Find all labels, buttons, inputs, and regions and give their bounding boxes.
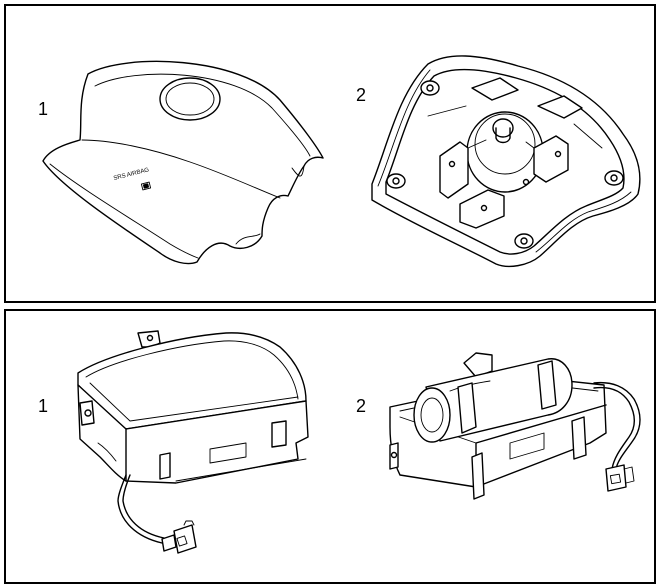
airbag-cover-front-illustration: SRS AIRBAG (42, 60, 324, 265)
item-number-1-top: 1 (38, 99, 49, 119)
item-number-2-top: 2 (356, 85, 367, 105)
top-panel: 1 SRS AIRBAG 2 (4, 4, 656, 303)
bottom-panel: 1 2 (4, 309, 656, 584)
item-number-1-bottom: 1 (38, 396, 49, 416)
item-number-2-bottom: 2 (356, 396, 367, 416)
airbag-cover-rear-illustration (371, 55, 641, 268)
passenger-airbag-module-1-illustration (77, 330, 309, 554)
passenger-airbag-module-2-illustration (389, 352, 641, 500)
